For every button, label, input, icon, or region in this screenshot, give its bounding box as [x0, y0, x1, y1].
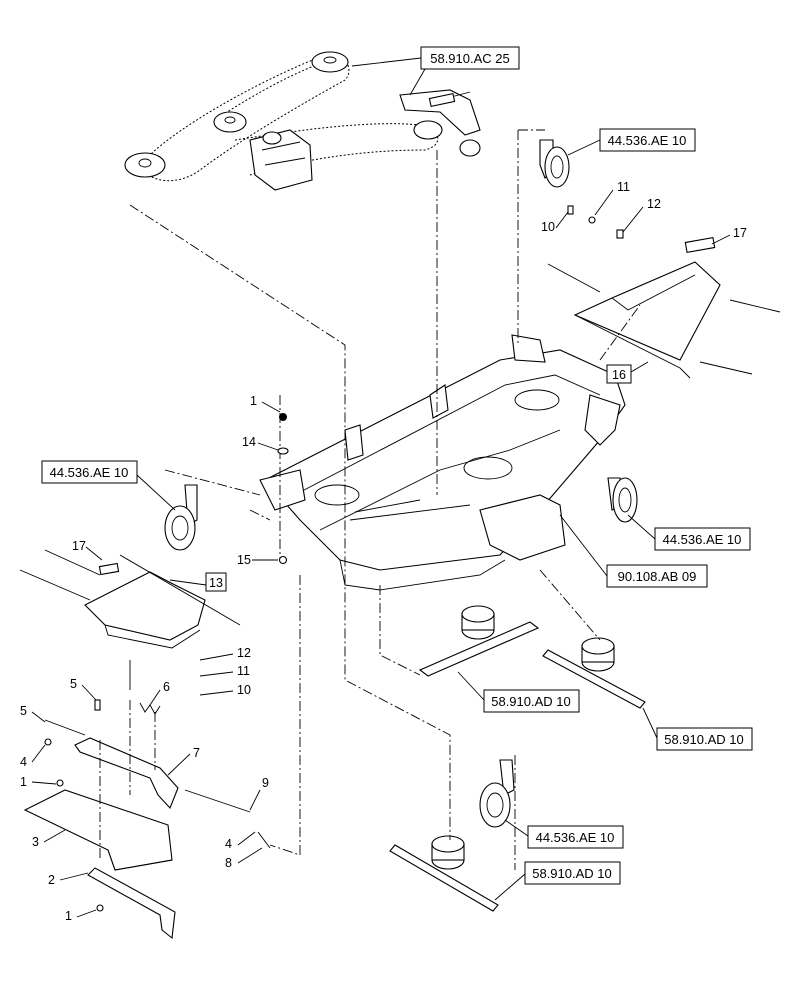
callout-14: 14: [242, 435, 289, 455]
svg-text:90.108.AB 09: 90.108.AB 09: [618, 569, 697, 584]
callout-12-right: 12: [622, 197, 661, 233]
callout-4-right: 4: [225, 831, 256, 851]
svg-text:15: 15: [237, 553, 251, 567]
callout-8: 8: [225, 847, 263, 870]
callout-16: 16: [606, 361, 649, 384]
ref-blade-bottom[interactable]: 58.910.AD 10: [494, 861, 621, 901]
spindle-blade-bottom: [389, 835, 499, 912]
callout-5-top: 5: [70, 677, 97, 701]
svg-text:1: 1: [65, 909, 72, 923]
svg-text:58.910.AC 25: 58.910.AC 25: [430, 51, 510, 66]
callout-9: 9: [249, 776, 269, 811]
ref-blade-right[interactable]: 58.910.AD 10: [642, 707, 753, 751]
belt-drive-assembly: [124, 51, 481, 191]
caster-bottom: [479, 759, 515, 828]
svg-text:17: 17: [72, 539, 86, 553]
discharge-chute-assembly: [23, 699, 271, 940]
callout-1-mid: 1: [20, 775, 57, 789]
callout-12-left: 12: [199, 646, 251, 661]
callout-10-left: 10: [199, 683, 251, 697]
svg-text:44.536.AE 10: 44.536.AE 10: [536, 830, 615, 845]
callout-2: 2: [48, 872, 89, 887]
svg-text:44.536.AE 10: 44.536.AE 10: [663, 532, 742, 547]
svg-text:14: 14: [242, 435, 256, 449]
svg-text:58.910.AD 10: 58.910.AD 10: [491, 694, 571, 709]
svg-text:1: 1: [20, 775, 27, 789]
ref-caster-left[interactable]: 44.536.AE 10: [41, 460, 176, 511]
svg-text:11: 11: [617, 180, 630, 194]
callout-1-bottom: 1: [65, 909, 97, 923]
svg-text:16: 16: [612, 368, 626, 382]
svg-text:4: 4: [20, 755, 27, 769]
callout-17-left: 17: [72, 539, 103, 561]
callout-10-right: 10: [541, 211, 569, 234]
svg-text:1: 1: [250, 394, 257, 408]
svg-text:10: 10: [541, 220, 555, 234]
callout-3: 3: [32, 829, 66, 849]
caster-left: [164, 484, 198, 551]
svg-text:12: 12: [647, 197, 661, 211]
callout-11-left: 11: [199, 664, 250, 678]
svg-text:13: 13: [209, 576, 223, 590]
ref-caster-mid-right[interactable]: 44.536.AE 10: [627, 514, 751, 551]
svg-text:7: 7: [193, 746, 200, 760]
svg-text:58.910.AD 10: 58.910.AD 10: [532, 866, 612, 881]
ref-blade-left[interactable]: 58.910.AD 10: [457, 671, 580, 713]
svg-text:44.536.AE 10: 44.536.AE 10: [608, 133, 687, 148]
svg-text:8: 8: [225, 856, 232, 870]
ref-caster-bottom[interactable]: 44.536.AE 10: [504, 819, 624, 849]
callout-4-left: 4: [20, 744, 46, 769]
svg-text:3: 3: [32, 835, 39, 849]
svg-text:9: 9: [262, 776, 269, 790]
svg-text:5: 5: [20, 704, 27, 718]
deck-frame: [259, 334, 626, 591]
svg-text:5: 5: [70, 677, 77, 691]
svg-text:10: 10: [237, 683, 251, 697]
svg-text:44.536.AE 10: 44.536.AE 10: [50, 465, 129, 480]
ref-belt-drive[interactable]: 58.910.AC 25: [351, 46, 520, 96]
ref-deck-frame[interactable]: 90.108.AB 09: [559, 514, 708, 588]
alignment-lines: [99, 129, 641, 870]
callout-15: 15: [237, 553, 288, 567]
caster-mid-right: [607, 477, 638, 523]
hardware-right: [547, 205, 781, 375]
callout-11-right: 11: [594, 180, 630, 216]
svg-text:58.910.AD 10: 58.910.AD 10: [664, 732, 744, 747]
callout-1-top: 1: [250, 394, 287, 421]
svg-text:4: 4: [225, 837, 232, 851]
ref-caster-top-right[interactable]: 44.536.AE 10: [567, 128, 696, 156]
caster-top-right: [539, 139, 570, 188]
svg-text:12: 12: [237, 646, 251, 660]
belt-shield-left: [19, 549, 241, 690]
callout-5-mid: 5: [20, 704, 46, 723]
callout-6: 6: [149, 680, 170, 706]
belt-shield-right: [547, 205, 781, 379]
svg-text:17: 17: [733, 226, 747, 240]
svg-text:2: 2: [48, 873, 55, 887]
spindle-blade-right: [542, 637, 646, 709]
svg-text:6: 6: [163, 680, 170, 694]
spindle-blade-left: [418, 605, 540, 677]
svg-text:11: 11: [237, 664, 250, 678]
callout-7: 7: [167, 746, 200, 776]
hardware-left: [19, 549, 131, 690]
callout-13: 13: [169, 572, 227, 592]
callout-17-right: 17: [711, 226, 747, 245]
